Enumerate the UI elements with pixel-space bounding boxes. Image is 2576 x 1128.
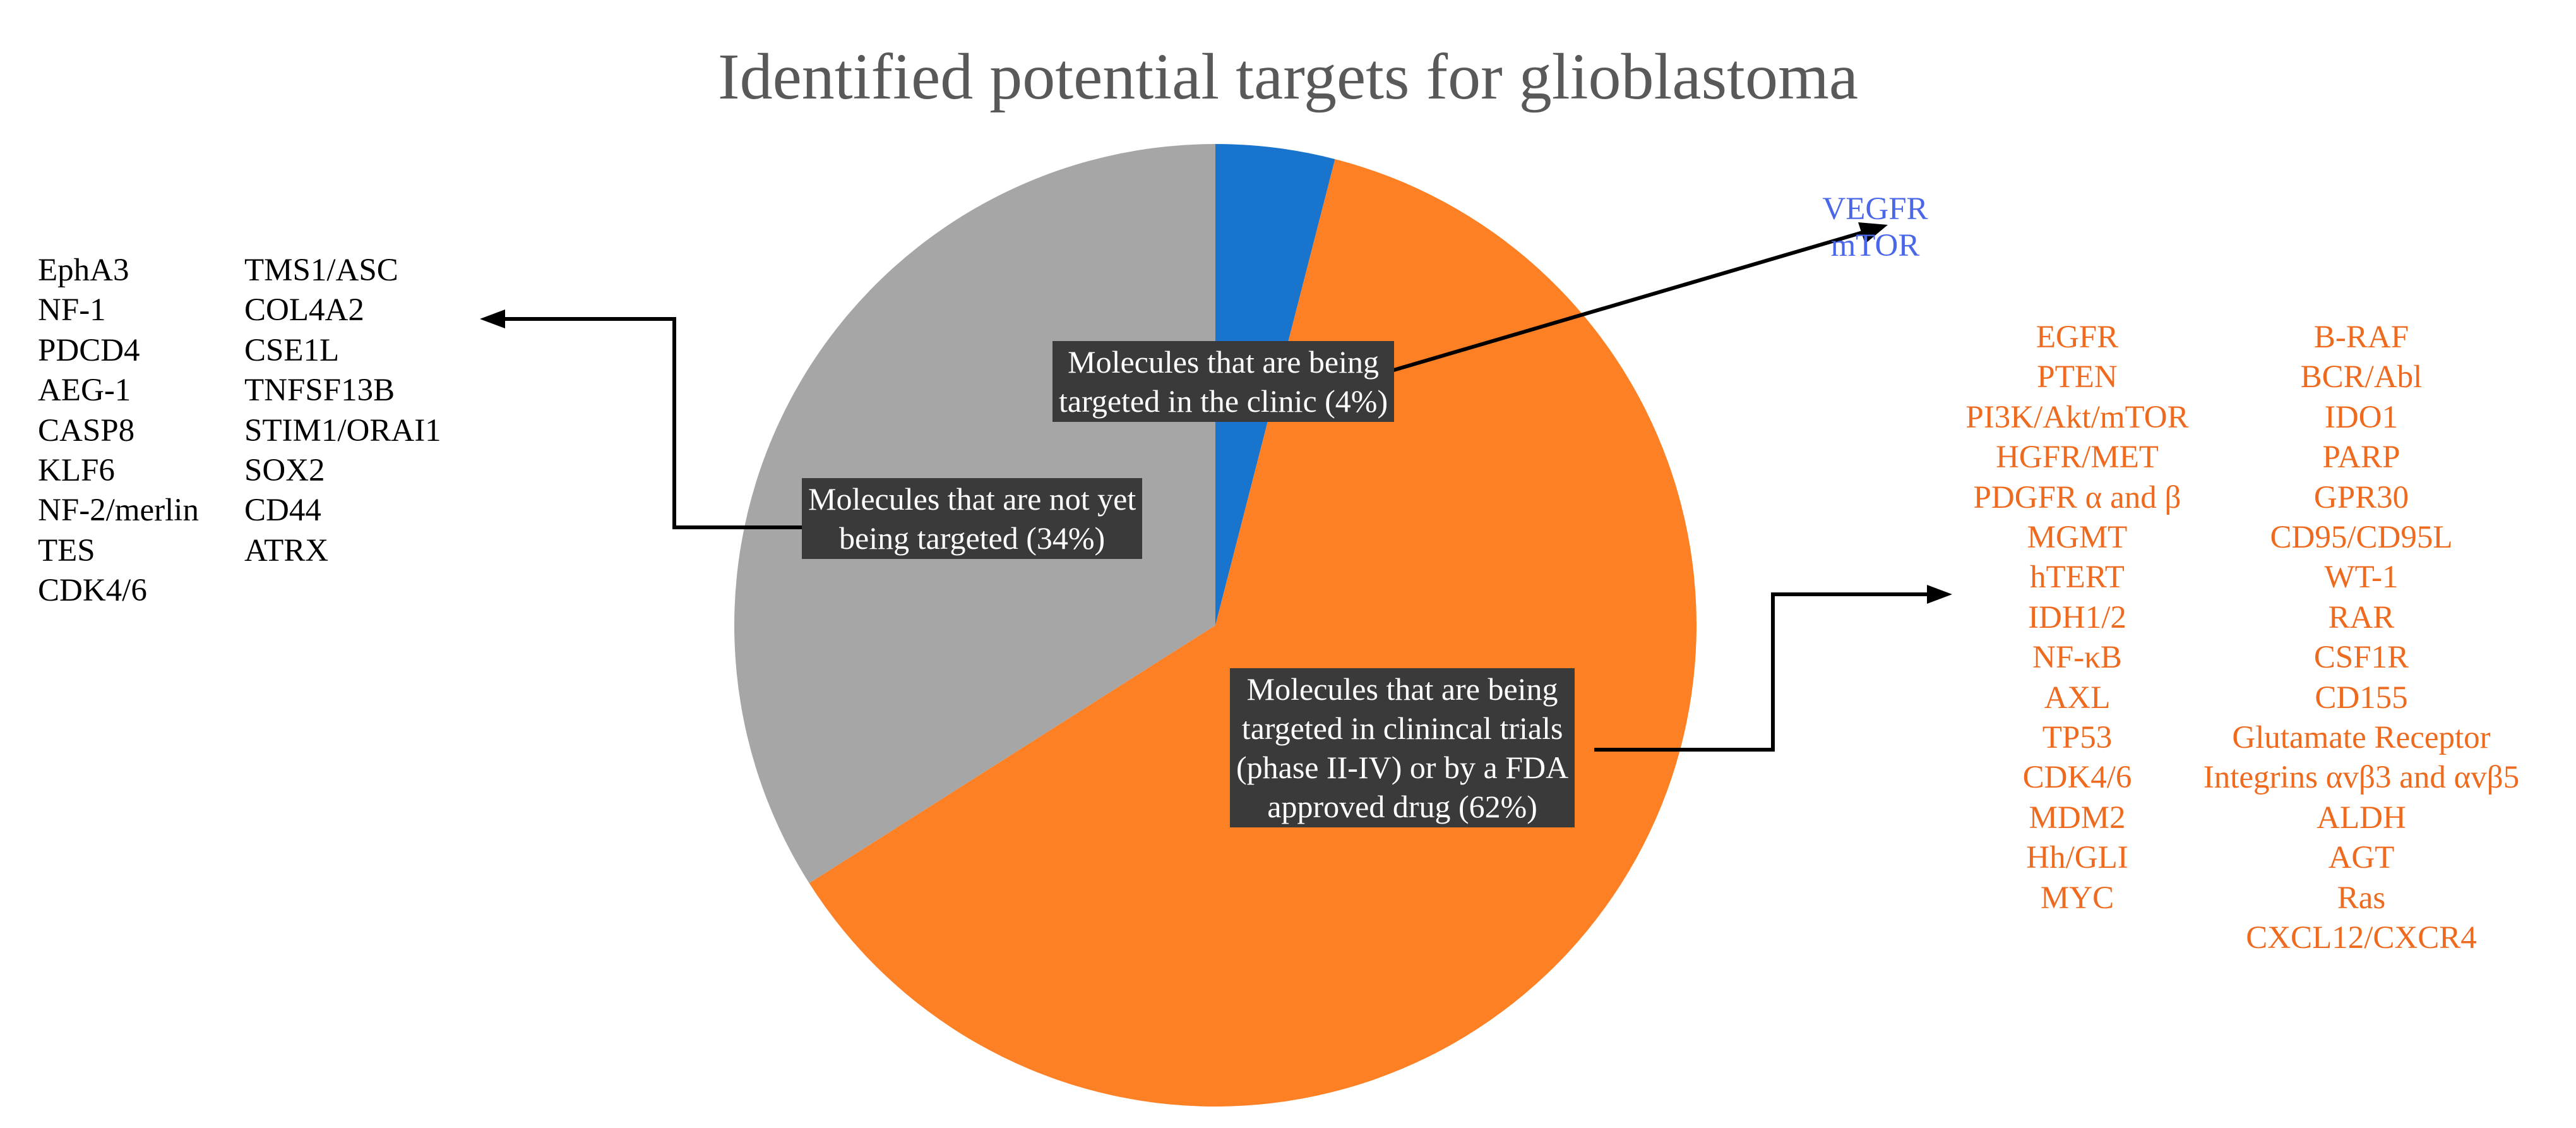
arrowheads [480, 222, 1952, 604]
list-item: NF-2/merlin [38, 493, 199, 529]
list-item: mTOR [1830, 228, 1920, 263]
list-item: CSF1R [2313, 640, 2409, 676]
list-item: CDK4/6 [2022, 760, 2132, 796]
label-trials-line: (phase II-IV) or by a FDA [1236, 750, 1569, 785]
list-item: MGMT [2027, 520, 2128, 556]
list-item: CD155 [2315, 680, 2408, 716]
list-item: Glutamate Receptor [2232, 720, 2491, 756]
list-trials-col1: EGFR PTEN PI3K/Akt/mTOR HGFR/MET PDGFR α… [1913, 318, 2241, 918]
list-item: MDM2 [2029, 800, 2126, 836]
arrowhead-trials [1927, 585, 1952, 604]
list-item: HGFR/MET [1996, 440, 2159, 476]
list-item: PDCD4 [38, 332, 140, 368]
chart-title: Identified potential targets for gliobla… [717, 40, 1859, 113]
list-item: AXL [2044, 680, 2111, 716]
label-not-targeted-line: Molecules that are not yet [808, 481, 1136, 517]
list-item: IDH1/2 [2028, 599, 2126, 635]
label-not-targeted: Molecules that are not yet being targete… [802, 478, 1143, 559]
pie-slices [734, 144, 1697, 1107]
arrow-trials [1594, 592, 1932, 752]
label-trials: Molecules that are being targeted in cli… [1230, 668, 1575, 827]
list-item: BCR/Abl [2300, 359, 2423, 395]
list-trials-col2: B-RAF BCR/Abl IDO1 PARP GPR30 CD95/CD95L… [2166, 318, 2557, 959]
list-item: PDGFR α and β [1973, 479, 2181, 515]
arrow-not-targeted [499, 317, 811, 529]
list-item: AEG-1 [38, 373, 131, 409]
list-clinic-targets: VEGFR mTOR [1793, 191, 1957, 264]
list-item: VEGFR [1822, 191, 1928, 227]
list-item: GPR30 [2313, 479, 2409, 515]
label-not-targeted-line: being targeted (34%) [839, 520, 1106, 556]
list-item: CD44 [244, 493, 321, 529]
list-item: ATRX [244, 532, 329, 568]
arrowhead-clinic [1858, 222, 1888, 244]
pie-slice-1 [809, 159, 1697, 1107]
list-item: CASP8 [38, 412, 135, 448]
list-item: CD95/CD95L [2270, 520, 2453, 556]
list-item: RAR [2328, 599, 2395, 635]
list-item: NF-κB [2032, 640, 2122, 676]
list-item: PI3K/Akt/mTOR [1965, 399, 2189, 435]
list-item: NF-1 [38, 292, 106, 328]
list-item: EGFR [2036, 320, 2119, 355]
list-item: Hh/GLI [2026, 840, 2128, 876]
list-item: TES [38, 532, 95, 568]
label-clinic-line: Molecules that are being [1068, 344, 1379, 380]
list-item: PTEN [2037, 359, 2118, 395]
list-item: B-RAF [2313, 320, 2409, 355]
list-item: CXCL12/CXCR4 [2246, 920, 2477, 956]
list-item: MYC [2040, 880, 2114, 916]
arrows [499, 231, 1932, 752]
label-trials-line: Molecules that are being [1246, 671, 1558, 707]
label-trials-line: approved drug (62%) [1267, 789, 1537, 824]
list-item: TMS1/ASC [244, 253, 398, 288]
arrowhead-not-targeted [480, 309, 505, 328]
list-item: COL4A2 [244, 292, 364, 328]
list-item: STIM1/ORAI1 [244, 412, 441, 448]
label-clinic: Molecules that are being targeted in the… [1052, 341, 1395, 422]
list-item: ALDH [2317, 800, 2406, 836]
list-item: hTERT [2030, 560, 2125, 596]
list-item: Integrins αvβ3 and αvβ5 [2203, 760, 2520, 796]
list-item: WT-1 [2324, 560, 2399, 596]
list-item: CDK4/6 [38, 573, 147, 609]
list-item: CSE1L [244, 332, 340, 368]
list-item: AGT [2328, 840, 2395, 876]
list-item: SOX2 [244, 453, 325, 489]
list-not-targeted-col1: EphA3 NF-1 PDCD4 AEG-1 CASP8 KLF6 NF-2/m… [38, 251, 199, 611]
list-item: EphA3 [38, 253, 129, 288]
list-item: Ras [2337, 880, 2386, 916]
label-trials-line: targeted in clinincal trials [1241, 711, 1563, 746]
list-item: TP53 [2042, 720, 2113, 756]
list-item: KLF6 [38, 453, 115, 489]
list-item: TNFSF13B [244, 373, 395, 409]
list-item: PARP [2322, 440, 2400, 476]
list-not-targeted-col2: TMS1/ASC COL4A2 CSE1L TNFSF13B STIM1/ORA… [244, 251, 441, 571]
arrow-clinic [1376, 231, 1863, 377]
list-item: IDO1 [2324, 399, 2399, 435]
label-clinic-line: targeted in the clinic (4%) [1059, 383, 1388, 419]
